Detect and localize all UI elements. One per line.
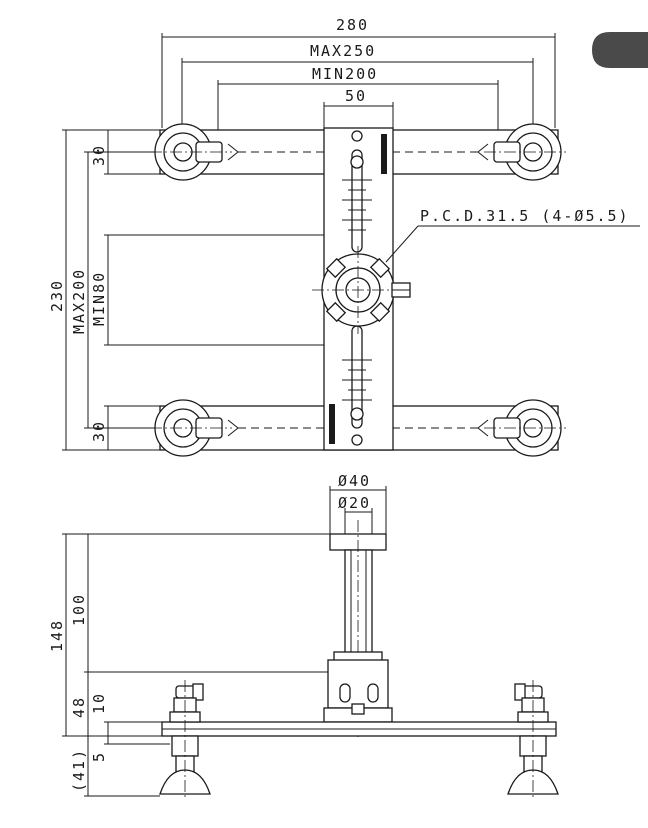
- dim-148-label: 148: [48, 619, 66, 652]
- dimension-280: 280: [161, 16, 556, 128]
- dim-10-label: 10: [90, 692, 108, 714]
- dim-max250-label: MAX250: [310, 42, 376, 60]
- dimension-41: (41): [70, 736, 160, 797]
- dim-230-label: 230: [48, 279, 66, 312]
- dimension-48: 48: [70, 672, 89, 736]
- dimension-d40: Ø40: [329, 472, 387, 534]
- brand-mark-top: [381, 134, 387, 174]
- dimension-min80: MIN80: [90, 234, 330, 346]
- page-tab: [592, 32, 648, 68]
- suction-cup-right: [507, 680, 559, 800]
- dim-max200-label: MAX200: [70, 268, 88, 334]
- dim-30-bottom-label: 30: [90, 420, 108, 442]
- corner-pad-bottom-right: [477, 399, 566, 457]
- dimension-100: 100: [70, 534, 330, 673]
- dimension-5: 5: [90, 736, 170, 762]
- dimension-230: 230: [48, 129, 160, 451]
- hub-block: [323, 651, 393, 723]
- dimension-d20: Ø20: [338, 494, 373, 534]
- dimension-max200: MAX200: [70, 151, 170, 429]
- corner-pad-top-right: [477, 123, 566, 181]
- dim-41-label: (41): [70, 748, 88, 792]
- support-shaft: [329, 520, 387, 740]
- pcd-label: P.C.D.31.5 (4-Ø5.5): [420, 207, 630, 225]
- dim-50-label: 50: [345, 87, 367, 105]
- dimension-max250: MAX250: [181, 42, 534, 128]
- dimension-148: 148: [48, 533, 330, 737]
- center-hub: [312, 246, 411, 334]
- dimension-10: 10: [90, 692, 170, 736]
- dimension-50: 50: [323, 87, 394, 128]
- dim-min80-label: MIN80: [90, 271, 108, 326]
- dim-5-label: 5: [90, 751, 108, 762]
- corner-pad-top-left: [150, 123, 239, 181]
- side-rail: [161, 721, 557, 737]
- dim-100-label: 100: [70, 593, 88, 626]
- dimension-min200: MIN200: [217, 65, 499, 132]
- pcd-callout: P.C.D.31.5 (4-Ø5.5): [385, 207, 640, 263]
- dim-d20-label: Ø20: [338, 494, 371, 512]
- top-view: 280 MAX250 MIN200 50 230: [48, 16, 640, 457]
- dim-48-label: 48: [70, 696, 88, 718]
- suction-cup-left: [159, 680, 211, 800]
- brand-mark-bottom: [329, 404, 335, 444]
- dim-280-label: 280: [336, 16, 369, 34]
- dim-d40-label: Ø40: [338, 472, 371, 490]
- dim-min200-label: MIN200: [312, 65, 378, 83]
- side-view: Ø40 Ø20 148 100 48 10: [48, 472, 559, 800]
- dimension-30-bottom: 30: [90, 405, 160, 450]
- dimension-30-top: 30: [90, 130, 160, 175]
- dim-30-top-label: 30: [90, 144, 108, 166]
- corner-pad-bottom-left: [150, 399, 239, 457]
